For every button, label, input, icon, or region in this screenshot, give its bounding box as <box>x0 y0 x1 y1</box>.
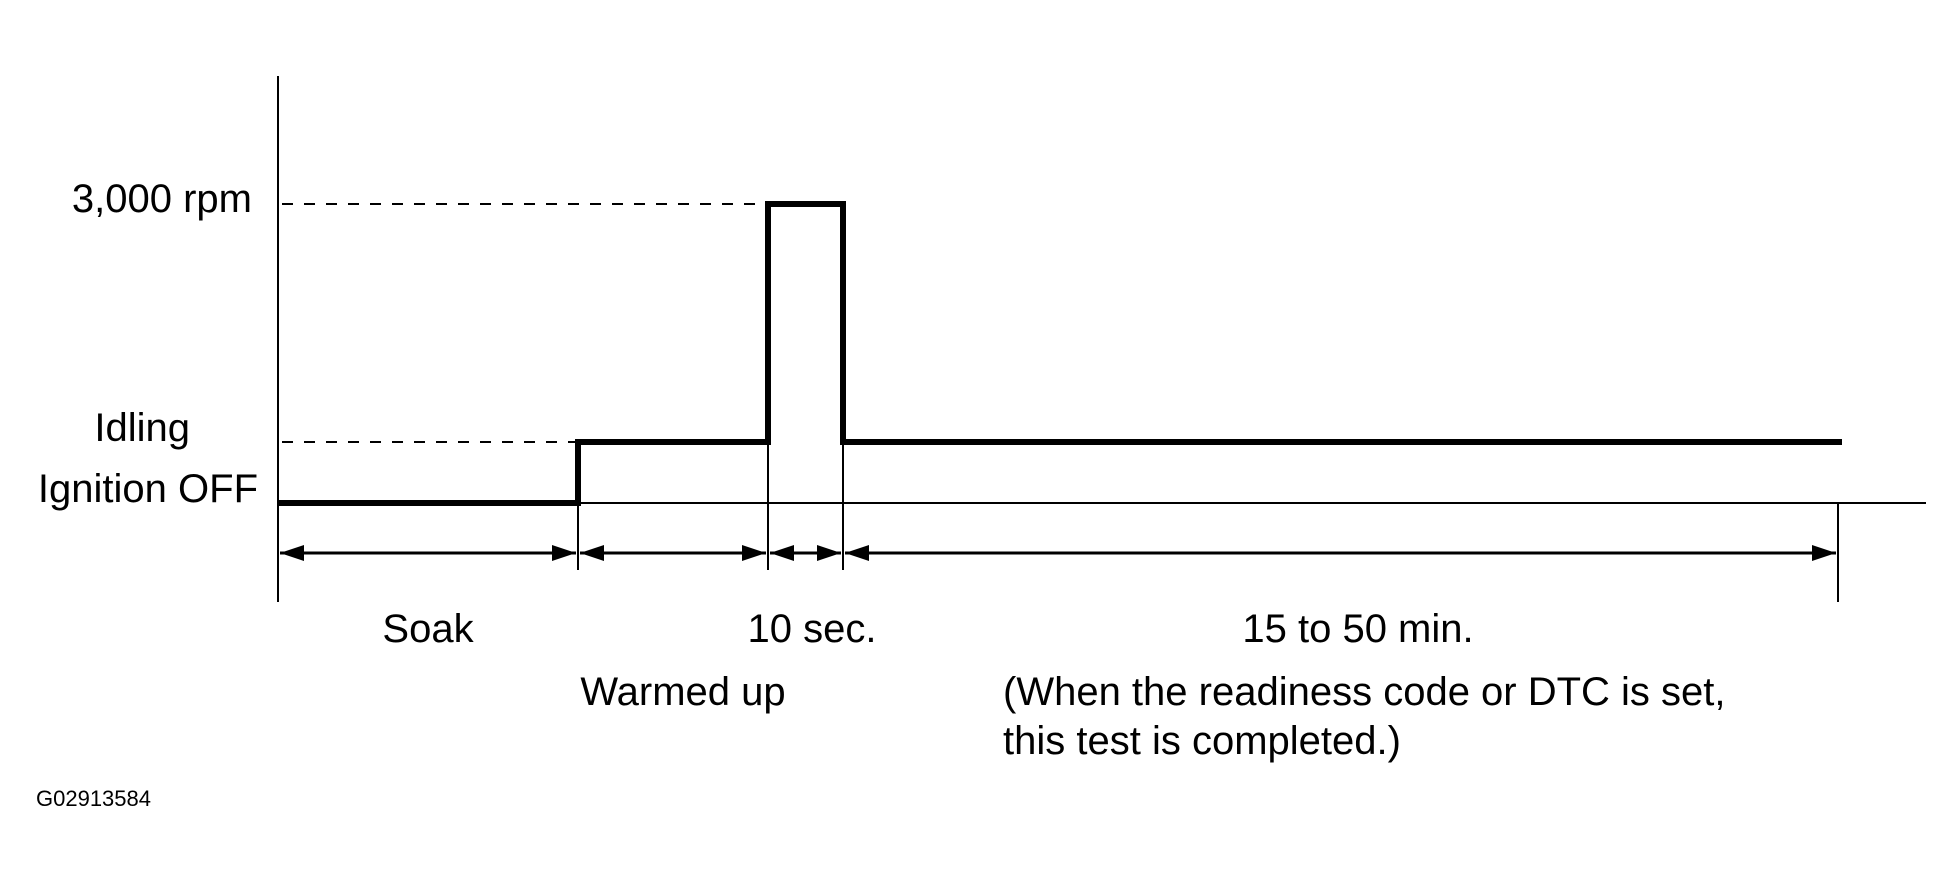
phase-label-soak: Soak <box>382 607 474 651</box>
level-label-off: Ignition OFF <box>38 467 258 511</box>
phase-label-drive: 15 to 50 min. <box>1242 607 1473 651</box>
engine-speed-profile <box>278 201 1842 506</box>
completion-note-line-1: (When the readiness code or DTC is set, <box>1003 670 1726 714</box>
completion-note-line-2: this test is completed.) <box>1003 719 1401 763</box>
phase-label-warmed-up: Warmed up <box>580 670 785 714</box>
level-label-idle: Idling <box>94 406 190 450</box>
phase-label-rev: 10 sec. <box>748 607 877 651</box>
figure-code: G02913584 <box>36 786 151 811</box>
level-label-high: 3,000 rpm <box>72 177 252 221</box>
